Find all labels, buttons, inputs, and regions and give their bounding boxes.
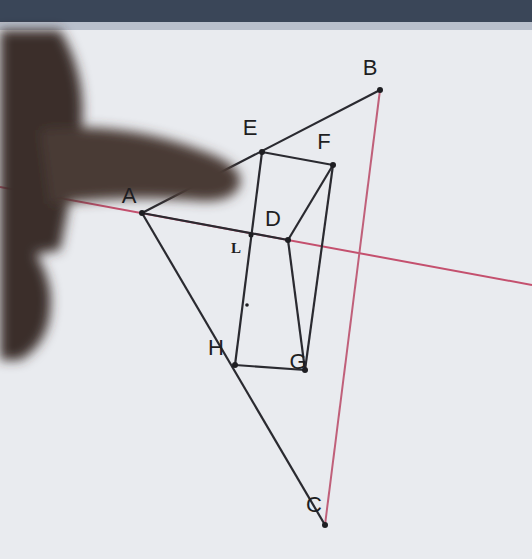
point bbox=[322, 522, 328, 528]
point bbox=[245, 303, 249, 307]
point-label: A bbox=[120, 184, 139, 208]
point bbox=[259, 149, 265, 155]
title-bar bbox=[0, 0, 532, 22]
point bbox=[377, 87, 383, 93]
point bbox=[232, 362, 238, 368]
point bbox=[139, 210, 145, 216]
menu-bar bbox=[0, 22, 532, 30]
point-label: F bbox=[315, 130, 332, 154]
point-label: B bbox=[361, 56, 380, 80]
finger bbox=[0, 30, 241, 360]
point bbox=[330, 162, 336, 168]
point-label: E bbox=[241, 116, 260, 140]
point-label: G bbox=[287, 350, 308, 374]
side-bc bbox=[325, 90, 380, 525]
point bbox=[285, 237, 291, 243]
segment-fg bbox=[305, 165, 333, 370]
side-ac bbox=[142, 213, 325, 525]
segment-df bbox=[288, 165, 333, 240]
point-label: L bbox=[229, 240, 243, 257]
point-label: C bbox=[304, 493, 324, 517]
point-label: D bbox=[263, 207, 283, 231]
red-line bbox=[0, 187, 532, 285]
point bbox=[249, 233, 254, 238]
point-label: H bbox=[206, 336, 226, 360]
